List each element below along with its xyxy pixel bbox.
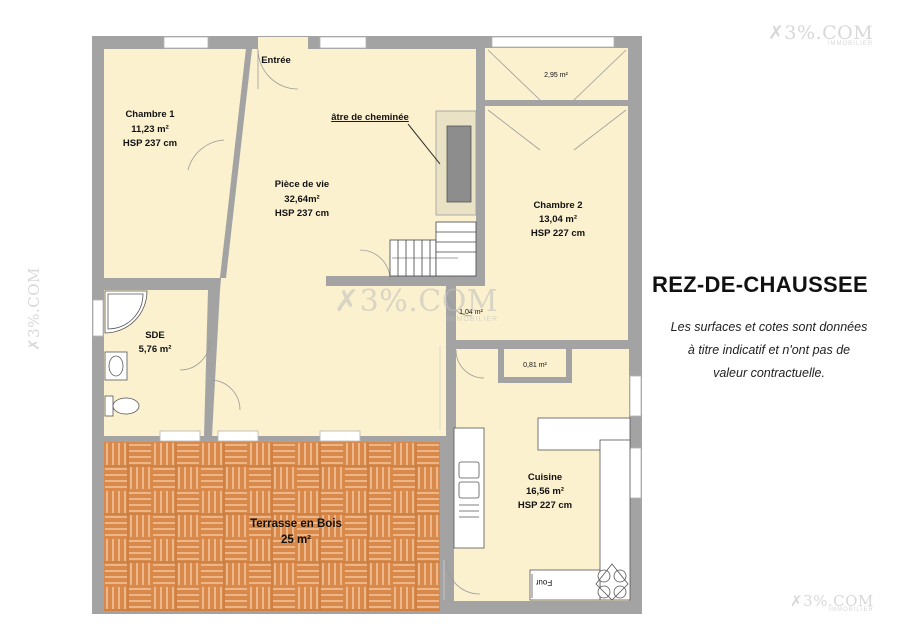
bathroom-fixtures [104, 290, 148, 417]
watermark-logo-icon: ✗ [790, 592, 804, 610]
disclaimer-line-1: Les surfaces et cotes sont données [670, 320, 868, 334]
disclaimer-line-3: valeur contractuelle. [713, 366, 825, 380]
watermark-top-right: ✗3%.COM IMMOBILIER [768, 22, 874, 47]
watermark-logo-icon: ✗ [334, 284, 360, 319]
chambre1-area: 11,23 m² [131, 124, 169, 135]
watermark-bottom-right: ✗3%.COM IMMOBILIER [790, 592, 874, 613]
plan-title: REZ-DE-CHAUSSEE [652, 272, 868, 297]
watermark-center: ✗3%.COM IMMOBILIER [334, 284, 499, 323]
watermark-logo-icon: ✗ [24, 337, 43, 351]
four-label: Four [535, 578, 552, 587]
sde-area: 5,76 m² [139, 344, 172, 355]
piece-de-vie-name: Pièce de vie [275, 179, 329, 190]
chambre2-height: HSP 227 cm [531, 228, 585, 239]
doors [179, 37, 627, 600]
degagement-area: 1,04 m² [459, 309, 483, 316]
disclaimer-line-2: à titre indicatif et n'ont pas de [687, 343, 851, 357]
watermark-logo-icon: ✗ [768, 22, 785, 44]
fireplace [407, 110, 477, 216]
cuisine-area: 16,56 m² [526, 486, 564, 497]
windows [92, 36, 642, 499]
room-floors [104, 48, 629, 611]
terrasse-name: Terrasse en Bois [250, 518, 342, 530]
chambre1-height: HSP 237 cm [123, 138, 177, 149]
watermark-left: ✗3%.COM [24, 267, 43, 351]
chambre2-area: 13,04 m² [539, 214, 577, 225]
chambre2-name: Chambre 2 [533, 200, 582, 211]
cheminee-label: âtre de cheminée [331, 112, 409, 123]
piece-de-vie-area: 32,64m² [284, 194, 319, 205]
piece-de-vie-height: HSP 237 cm [275, 208, 329, 219]
terrasse-area: 25 m² [281, 534, 311, 546]
cuisine-height: HSP 227 cm [518, 500, 572, 511]
staircase [389, 221, 477, 277]
cuisine-name: Cuisine [528, 472, 562, 483]
disclaimer: Les surfaces et cotes sont données à tit… [640, 316, 898, 385]
interior-walls [104, 40, 629, 614]
placard-haut-area: 2,95 m² [544, 72, 568, 79]
sde-name: SDE [145, 330, 165, 341]
chambre1-name: Chambre 1 [125, 109, 175, 120]
kitchen-fittings [453, 417, 631, 601]
entree-label: Entrée [261, 55, 291, 66]
placard-cuisine-area: 0,81 m² [523, 362, 547, 369]
